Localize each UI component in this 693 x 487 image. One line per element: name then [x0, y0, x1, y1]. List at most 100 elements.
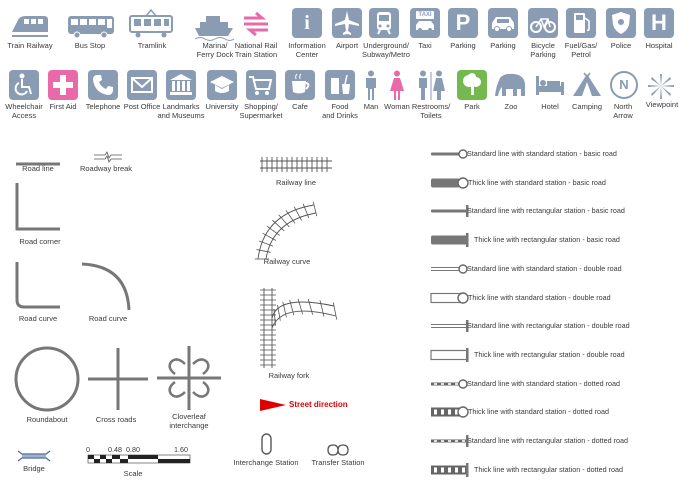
metro-line-item[interactable]: [430, 203, 470, 219]
metro-line-item[interactable]: [430, 318, 470, 334]
north-arrow-icon: N: [610, 71, 638, 99]
food-drinks-label: Food and Drinks: [322, 102, 358, 120]
shopping-cart-icon: [249, 76, 273, 95]
information-center-label: Information Center: [288, 41, 326, 59]
transfer-station-shape[interactable]: [327, 443, 349, 456]
woman-shape[interactable]: [389, 70, 405, 100]
metro-line-item[interactable]: [430, 232, 470, 248]
scale-tick-1: 0.48: [108, 445, 122, 454]
bed-icon: [536, 76, 564, 95]
information-center-shape[interactable]: i: [292, 8, 322, 38]
telephone-shape[interactable]: [88, 70, 118, 100]
road-curve-2-shape[interactable]: [81, 262, 132, 311]
metro-line-item[interactable]: [430, 376, 470, 392]
shopping-shape[interactable]: [246, 70, 276, 100]
first-aid-shape[interactable]: [48, 70, 78, 100]
university-shape[interactable]: [207, 70, 237, 100]
metro-line-item[interactable]: [430, 404, 470, 420]
metro-line-item[interactable]: [430, 146, 470, 162]
road-line-shape[interactable]: [16, 154, 60, 166]
camping-shape[interactable]: [572, 72, 602, 98]
cloverleaf-label: Cloverleaf interchange: [169, 412, 209, 430]
hotel-label: Hotel: [541, 102, 559, 111]
bridge-graphic: [17, 450, 51, 462]
interchange-station-graphic: [261, 433, 272, 455]
wheelchair-access-shape[interactable]: [9, 70, 39, 100]
metro-line-label: Thick line with standard station - dotte…: [468, 407, 610, 417]
marina-ferry-dock-shape[interactable]: [194, 14, 235, 41]
interchange-station-shape[interactable]: [261, 433, 272, 455]
post-office-label: Post Office: [123, 102, 161, 111]
cafe-shape[interactable]: [285, 70, 315, 100]
street-direction-shape[interactable]: [260, 398, 286, 411]
restrooms-shape[interactable]: [416, 70, 446, 100]
cross-roads-label: Cross roads: [95, 415, 137, 424]
bicycle-parking-shape[interactable]: [528, 8, 558, 38]
fuel-pump-icon: [574, 13, 590, 33]
zoo-shape[interactable]: [494, 72, 528, 98]
hospital-shape[interactable]: H: [644, 8, 674, 38]
museum-icon: [170, 74, 192, 95]
scale-shape[interactable]: 0 0.48 0.80 1.60 Scale: [86, 445, 198, 481]
road-curve-1-shape[interactable]: [14, 262, 60, 310]
hotel-shape[interactable]: [535, 74, 565, 96]
metro-line-label: Thick line with standard station - basic…: [468, 177, 606, 187]
train-railway-shape[interactable]: [10, 10, 50, 40]
police-shape[interactable]: [606, 8, 636, 38]
metro-line-item[interactable]: [430, 462, 470, 478]
metro-line-label: Standard line with rectangular station -…: [467, 206, 625, 216]
bridge-shape[interactable]: [17, 449, 51, 463]
cloverleaf-shape[interactable]: [157, 346, 221, 410]
woman-label: Woman: [384, 102, 410, 111]
national-rail-shape[interactable]: [244, 11, 268, 37]
food-drinks-shape[interactable]: [325, 70, 355, 100]
train-railway-label: Train Railway: [7, 41, 53, 50]
landmarks-museums-shape[interactable]: [166, 70, 196, 100]
railway-fork-shape[interactable]: [258, 288, 338, 368]
road-corner-shape[interactable]: [14, 183, 60, 233]
cross-roads-graphic: [88, 348, 148, 410]
roundabout-shape[interactable]: [14, 346, 82, 414]
food-drink-icon: [331, 74, 350, 94]
fuel-label: Fuel/Gas/ Petrol: [564, 41, 598, 59]
cafe-label: Cafe: [292, 102, 308, 111]
underground-label: Underground/ Subway/Metro: [362, 41, 410, 59]
parking-car-label: Parking: [490, 41, 516, 50]
scale-tick-0: 0: [86, 445, 90, 454]
transfer-station-graphic: [327, 444, 349, 456]
metro-line-item[interactable]: [430, 347, 470, 363]
park-shape[interactable]: [457, 70, 487, 100]
taxi-label: Taxi: [418, 41, 432, 50]
road-line-label: Road line: [22, 164, 54, 173]
fuel-shape[interactable]: [566, 8, 596, 38]
metro-line-item[interactable]: [430, 290, 470, 306]
metro-line-label: Standard line with rectangular station -…: [467, 321, 630, 331]
taxi-shape[interactable]: TAXI: [410, 8, 440, 38]
bus-stop-shape[interactable]: [66, 12, 116, 40]
metro-line-graphic: [431, 205, 469, 218]
north-arrow-shape[interactable]: N: [610, 71, 638, 99]
post-office-shape[interactable]: [127, 70, 157, 100]
railway-curve-label: Railway curve: [263, 257, 311, 266]
metro-line-item[interactable]: [430, 175, 470, 191]
street-direction-label: Street direction: [289, 400, 348, 409]
coffee-cup-icon: [292, 73, 310, 94]
railway-line-shape[interactable]: [260, 155, 332, 175]
man-label: Man: [363, 102, 379, 111]
metro-line-item[interactable]: [430, 261, 470, 277]
man-shape[interactable]: [364, 70, 378, 100]
roadway-break-shape[interactable]: [94, 150, 122, 163]
railway-curve-shape[interactable]: [254, 201, 318, 260]
info-icon: i: [304, 12, 310, 34]
airplane-icon: [335, 11, 359, 35]
metro-line-graphic: [431, 406, 469, 418]
parking-p-shape[interactable]: P: [448, 8, 478, 38]
parking-car-shape[interactable]: [488, 8, 518, 38]
taxi-icon: [416, 21, 434, 32]
metro-line-item[interactable]: [430, 433, 470, 449]
viewpoint-shape[interactable]: [646, 72, 676, 100]
tramlink-shape[interactable]: [128, 8, 174, 40]
cross-roads-shape[interactable]: [88, 348, 148, 410]
airport-shape[interactable]: [332, 8, 362, 38]
underground-shape[interactable]: [369, 8, 399, 38]
